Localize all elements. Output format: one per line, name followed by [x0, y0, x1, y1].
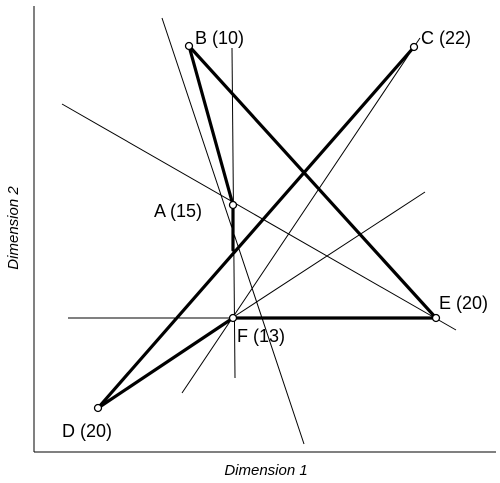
vertex-marker-e	[431, 313, 441, 323]
point-label-c: C (22)	[421, 28, 471, 48]
edge-b-a	[187, 44, 235, 207]
point-label-b: B (10)	[195, 28, 244, 48]
x-axis-title: Dimension 1	[224, 462, 307, 479]
edge-b-e	[187, 44, 438, 320]
thick-path	[96, 44, 438, 410]
edge-f-d	[96, 316, 235, 410]
point-label-d: D (20)	[62, 421, 112, 441]
reference-line-ae	[61, 103, 457, 331]
vertex-marker-f	[228, 313, 238, 323]
vertex-marker-a	[228, 200, 238, 210]
reference-line-fe-diagonal	[231, 191, 426, 319]
vertex-marker-d	[93, 403, 103, 413]
point-label-a: A (15)	[154, 201, 202, 221]
vertex-marker-c	[409, 42, 419, 52]
vertex-markers	[93, 41, 441, 413]
edge-d-c	[96, 45, 416, 410]
y-axis-title: Dimension 2	[5, 186, 22, 270]
reference-line-cf	[181, 37, 421, 394]
point-label-f: F (13)	[237, 326, 285, 346]
point-label-e: E (20)	[439, 293, 488, 313]
vertex-marker-b	[184, 41, 194, 51]
